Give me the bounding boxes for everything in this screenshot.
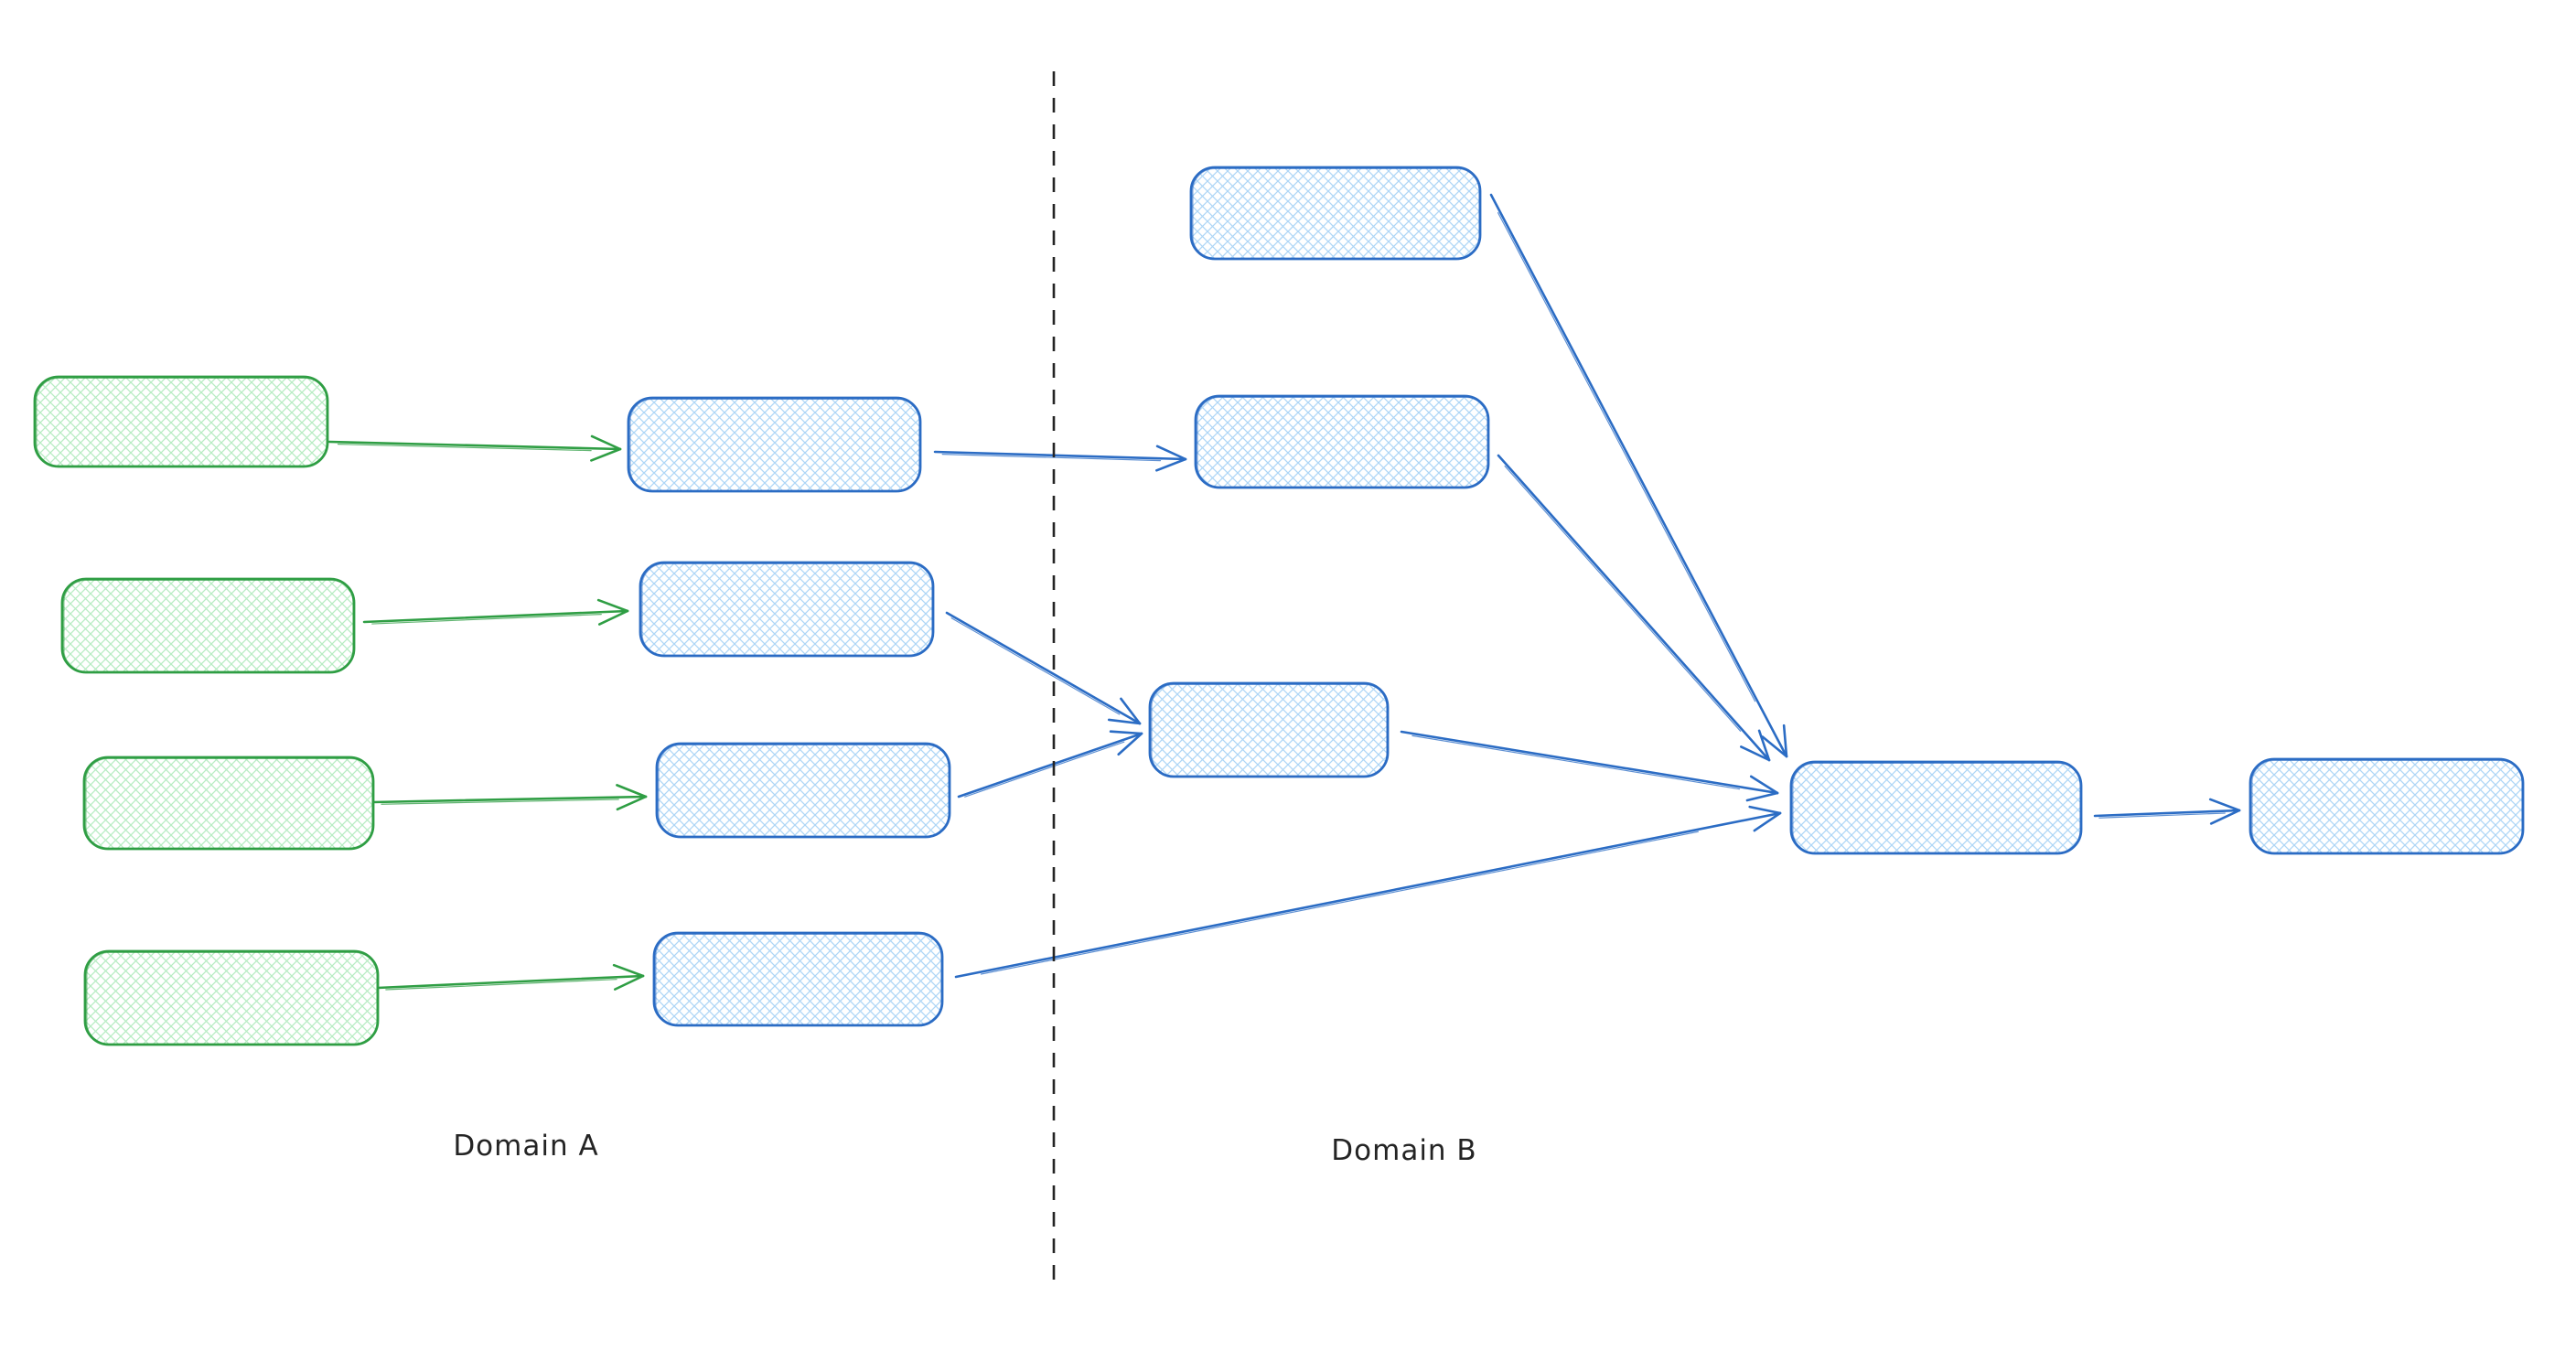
arrow-c1-to-f1[interactable] — [2093, 798, 2241, 825]
arrow-m3-to-b3[interactable] — [957, 730, 1143, 799]
node-m1[interactable] — [627, 396, 922, 493]
node-a1[interactable] — [33, 375, 329, 468]
node-b3[interactable] — [1148, 681, 1390, 778]
arrow-a4-to-m4[interactable] — [376, 963, 645, 991]
node-b1[interactable] — [1189, 166, 1482, 261]
domain-b-label[interactable]: Domain B — [1331, 1134, 1476, 1167]
arrow-m4-to-c1[interactable] — [954, 805, 1782, 979]
node-a3[interactable] — [82, 756, 375, 851]
node-f1[interactable] — [2249, 757, 2525, 855]
node-c1[interactable] — [1789, 760, 2083, 855]
nodes-layer — [33, 166, 2525, 1046]
domain-a-label[interactable]: Domain A — [453, 1130, 598, 1163]
node-a2[interactable] — [60, 577, 356, 674]
edges-layer — [327, 193, 2241, 991]
node-a4[interactable] — [83, 949, 380, 1046]
arrow-b2-to-c1[interactable] — [1497, 454, 1771, 762]
arrow-a1-to-m1[interactable] — [327, 434, 622, 462]
arrow-m1-to-b2[interactable] — [933, 445, 1187, 472]
arrow-a2-to-m2[interactable] — [362, 598, 629, 626]
arrow-b3-to-c1[interactable] — [1400, 730, 1779, 802]
node-b2[interactable] — [1194, 394, 1490, 489]
node-m3[interactable] — [655, 742, 951, 839]
node-m2[interactable] — [639, 561, 935, 658]
arrow-b1-to-c1[interactable] — [1489, 193, 1788, 758]
arrow-a3-to-m3[interactable] — [371, 784, 648, 811]
node-m4[interactable] — [652, 931, 944, 1027]
arrow-m2-to-b3[interactable] — [945, 611, 1142, 725]
